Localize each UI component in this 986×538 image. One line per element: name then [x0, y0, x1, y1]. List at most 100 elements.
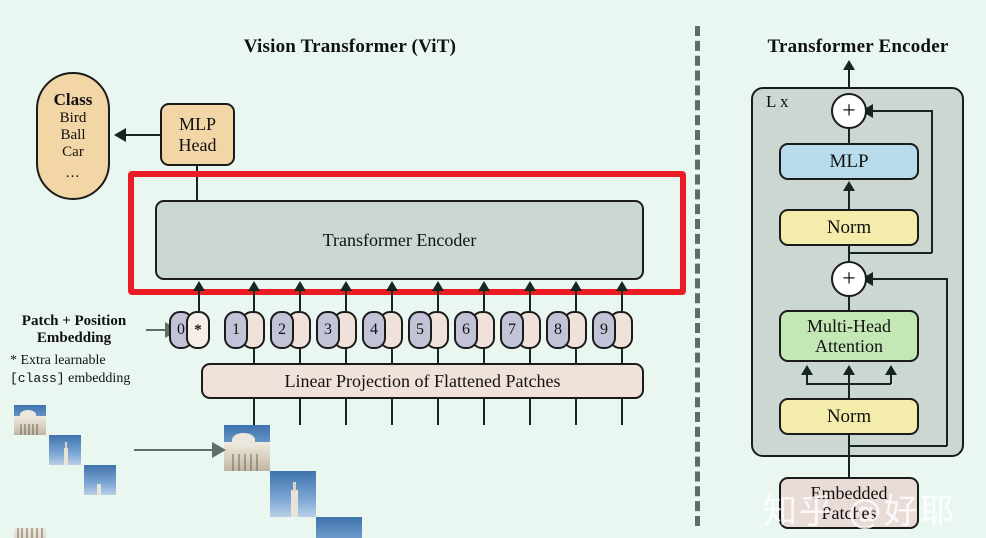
residual-skip-bottom-tap — [848, 445, 947, 447]
patch-column — [28, 423, 31, 435]
embedded-patches-line-2: Patches — [821, 503, 877, 523]
token-6-to-linear-projection-line — [483, 349, 485, 365]
patch-5-to-linear-projection-line — [437, 399, 439, 425]
source-patch-r0-c0 — [14, 405, 46, 435]
patch-tower — [291, 490, 298, 517]
patch-position-embedding-line-2: Embedding — [36, 330, 112, 347]
token-5-index: 5 — [408, 311, 432, 349]
patch-column — [244, 453, 247, 471]
transformer-encoder-block: Transformer Encoder — [155, 200, 644, 280]
token-2-to-encoder-arrowhead — [294, 281, 306, 291]
source-patch-r1-c0 — [14, 528, 46, 538]
token-5: 5 — [408, 311, 449, 349]
residual-skip-top-horizontal — [867, 110, 933, 112]
mlp-head-line-2: Head — [178, 134, 217, 155]
footnote-text-1: Extra learnable — [20, 353, 106, 368]
patch-1-to-linear-projection-line — [253, 399, 255, 425]
token-3-to-linear-projection-line — [345, 349, 347, 365]
embedded-patches-block: Embedded Patches — [779, 477, 919, 529]
patch-dome — [19, 410, 36, 420]
token-9-to-linear-projection-line — [621, 349, 623, 365]
source-patch-r0-c1 — [49, 435, 81, 465]
left-panel-title: Vision Transformer (ViT) — [243, 36, 457, 57]
patch-9-to-linear-projection-line — [621, 399, 623, 425]
token-0-to-encoder-line — [198, 289, 200, 311]
qkv-arrow-q — [801, 365, 813, 375]
right-panel-title: Transformer Encoder — [767, 36, 949, 57]
norm-top-label: Norm — [826, 216, 872, 238]
qkv-line-q — [806, 372, 808, 384]
patch-dome — [232, 433, 256, 448]
token-7-to-encoder-line — [529, 289, 531, 311]
token-8-index: 8 — [546, 311, 570, 349]
patch-column — [23, 423, 26, 435]
token-4-to-encoder-arrowhead — [386, 281, 398, 291]
token-0: 0* — [169, 311, 210, 349]
transformer-encoder-block-label: Transformer Encoder — [322, 229, 477, 250]
patch-column — [232, 453, 235, 471]
patch-position-embedding-label: Patch + Position Embedding — [4, 313, 144, 348]
residual-add-top: + — [831, 93, 867, 129]
patch-column — [21, 528, 24, 538]
norm-bottom-label: Norm — [826, 405, 872, 427]
patch-position-embedding-line-1: Patch + Position — [21, 313, 127, 329]
linear-projection-label: Linear Projection of Flattened Patches — [284, 370, 561, 391]
token-9-to-encoder-arrowhead — [616, 281, 628, 291]
token-4: 4 — [362, 311, 403, 349]
patch-spire — [64, 442, 67, 449]
patch-column — [30, 528, 33, 538]
residual-skip-top-vertical — [931, 111, 933, 253]
token-7-index: 7 — [500, 311, 524, 349]
token-5-to-encoder-line — [437, 289, 439, 311]
patch-column — [26, 528, 29, 538]
flattened-patch-3 — [316, 517, 362, 538]
patch-4-to-linear-projection-line — [391, 399, 393, 425]
token-9-to-encoder-line — [621, 289, 623, 311]
patch-column — [16, 528, 19, 538]
class-token-footnote: * Extra learnable [class] embedding — [10, 352, 170, 387]
source-patch-r0-c2 — [84, 465, 116, 495]
mlp-head-box: MLP Head — [160, 103, 235, 166]
mlp-to-class-arrowhead — [114, 128, 126, 142]
patch-8-to-linear-projection-line — [575, 399, 577, 425]
class-box-heading: Class — [53, 90, 93, 110]
token-3-to-encoder-line — [345, 289, 347, 311]
multi-head-attention-block: Multi-Head Attention — [779, 310, 919, 362]
token-6: 6 — [454, 311, 495, 349]
panel-divider — [695, 26, 700, 526]
mlp-head-stem — [196, 166, 198, 202]
qkv-arrow-k — [843, 365, 855, 375]
norm-top-block: Norm — [779, 209, 919, 246]
token-5-to-linear-projection-line — [437, 349, 439, 365]
token-2-index: 2 — [270, 311, 294, 349]
add-middle-to-norm-line — [848, 246, 850, 262]
token-1-index: 1 — [224, 311, 248, 349]
patch-sky — [316, 517, 362, 538]
token-1-to-encoder-arrowhead — [248, 281, 260, 291]
norm-top-to-mlp-line — [848, 186, 850, 209]
token-2: 2 — [270, 311, 311, 349]
mha-to-add-line — [848, 295, 850, 311]
mha-line-2: Attention — [815, 336, 883, 356]
norm-top-to-mlp-arrowhead — [843, 181, 855, 191]
linear-projection-box: Linear Projection of Flattened Patches — [201, 363, 644, 399]
patch-column — [256, 453, 259, 471]
token-6-index: 6 — [454, 311, 478, 349]
token-4-to-encoder-line — [391, 289, 393, 311]
patch-3-to-linear-projection-line — [345, 399, 347, 425]
patch-column — [35, 528, 38, 538]
mlp-to-add-line — [848, 129, 850, 144]
flattened-patch-strip — [224, 425, 362, 538]
token-0-to-encoder-arrowhead — [193, 281, 205, 291]
embedded-patches-line-1: Embedded — [810, 482, 888, 503]
red-highlight-rectangle — [128, 171, 686, 295]
token-1-to-linear-projection-line — [253, 349, 255, 365]
patch-column — [250, 453, 253, 471]
class-box-line-1: Ball — [60, 126, 86, 143]
flattened-patch-1 — [224, 425, 270, 471]
token-4-index: 4 — [362, 311, 386, 349]
token-0-embedding-chip: * — [186, 311, 210, 349]
patch-building — [14, 528, 46, 538]
residual-add-middle: + — [831, 261, 867, 297]
